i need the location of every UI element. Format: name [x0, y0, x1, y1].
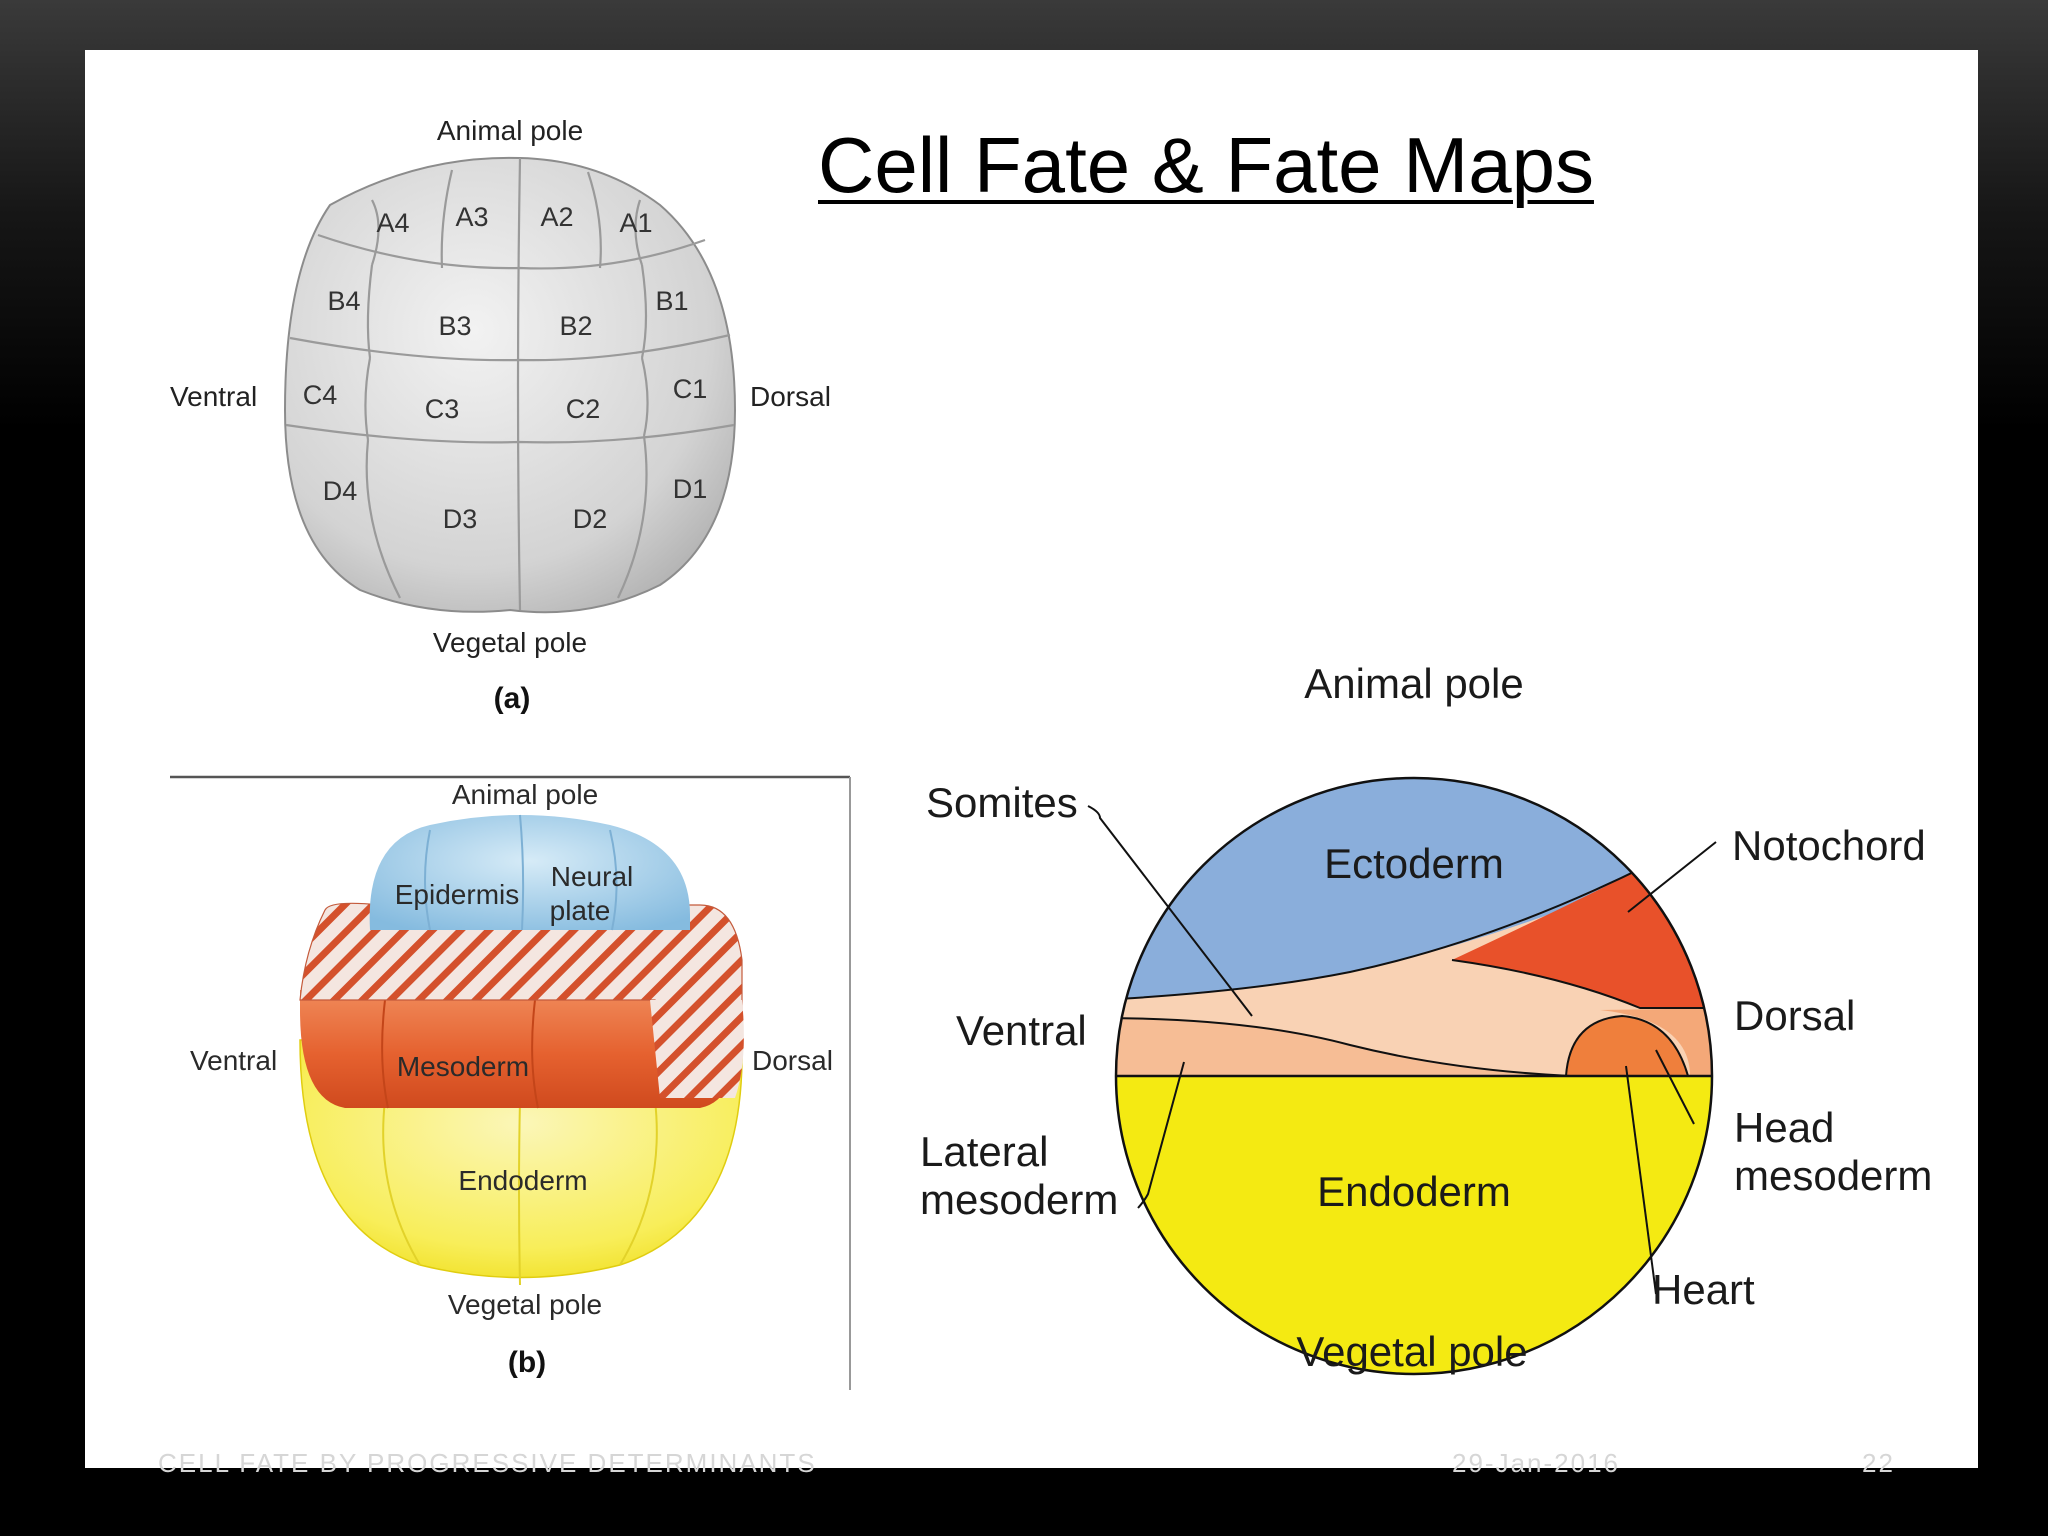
- panel-b-mesoderm-label: Mesoderm: [397, 1051, 529, 1082]
- panel-b-mesoderm-region: [300, 990, 742, 1108]
- fate-map-head-mesoderm-label-line1: Head: [1734, 1104, 1834, 1151]
- cell-label-d2: D2: [573, 504, 608, 534]
- cell-label-d1: D1: [673, 474, 708, 504]
- fate-map-diagram: Animal pole Vegetal pole Ectoderm Endode…: [920, 660, 1932, 1376]
- panel-a-embryo-outline: [283, 156, 737, 614]
- footer-title: CELL FATE BY PROGRESSIVE DETERMINANTS: [158, 1448, 817, 1478]
- panel-a-dorsal-label: Dorsal: [750, 381, 831, 412]
- panel-a-animal-pole-label: Animal pole: [437, 115, 583, 146]
- panel-b-ventral-label: Ventral: [190, 1045, 277, 1076]
- fate-map-lateral-mesoderm-label-line2: mesoderm: [920, 1176, 1118, 1223]
- panel-a-cell-boundaries: [285, 157, 735, 611]
- fate-map-dorsal-label: Dorsal: [1734, 992, 1855, 1039]
- fate-map-region-borders: [1116, 857, 1712, 1077]
- fate-map-endoderm-region: [1116, 1076, 1712, 1374]
- fate-map-head-mesoderm-label-line2: mesoderm: [1734, 1152, 1932, 1199]
- cell-label-a3: A3: [455, 202, 488, 232]
- cell-label-c1: C1: [673, 374, 708, 404]
- panel-a-caption: (a): [494, 682, 531, 715]
- panel-b-cap-cell-lines: [424, 814, 618, 931]
- footer-date: 29-Jan-2016: [1452, 1448, 1620, 1478]
- fate-map-outline: [1114, 776, 1714, 1376]
- fate-map-animal-pole-label: Animal pole: [1304, 660, 1523, 707]
- panel-b-epidermis-region: [369, 815, 690, 930]
- fate-map-endoderm-label: Endoderm: [1317, 1168, 1511, 1215]
- panel-b-germ-layer-diagram: Animal pole Epidermis Neural plate Mesod…: [170, 775, 851, 1390]
- panel-b-endoderm-cell-lines: [382, 1099, 658, 1286]
- panel-b-hatched-presumptive-mesoderm: [299, 902, 743, 1041]
- cell-label-b3: B3: [438, 311, 471, 341]
- panel-b-caption: (b): [508, 1346, 546, 1379]
- panel-b-mesoderm-cell-lines: [381, 999, 539, 1109]
- fate-map-heart-region: [1566, 1016, 1688, 1076]
- cell-label-b4: B4: [327, 286, 360, 316]
- cell-label-c4: C4: [303, 380, 338, 410]
- fate-map-lateral-mesoderm-region: [1116, 1018, 1570, 1076]
- fate-map-ventral-label: Ventral: [956, 1007, 1087, 1054]
- panel-b-epidermis-label: Epidermis: [395, 879, 519, 910]
- fate-map-vegetal-pole-label: Vegetal pole: [1296, 1328, 1527, 1375]
- cell-label-a2: A2: [540, 202, 573, 232]
- cell-label-a4: A4: [376, 208, 409, 238]
- panel-b-dorsal-hatched-zone: [650, 1000, 744, 1098]
- cell-label-c3: C3: [425, 394, 460, 424]
- panel-a-ventral-label: Ventral: [170, 381, 257, 412]
- cell-label-a1: A1: [619, 208, 652, 238]
- cell-label-d3: D3: [443, 504, 478, 534]
- panel-a-embryo-diagram: A4 A3 A2 A1 B4 B3 B2 B1 C4 C3 C2 C1 D4 D…: [170, 115, 831, 715]
- slide-title: Cell Fate & Fate Maps: [818, 121, 1594, 209]
- footer-page-number: 22: [1862, 1448, 1895, 1478]
- panel-b-endoderm-label: Endoderm: [458, 1165, 587, 1196]
- fate-map-ectoderm-label: Ectoderm: [1324, 840, 1504, 887]
- fate-map-notochord-label: Notochord: [1732, 822, 1926, 869]
- fate-map-lateral-mesoderm-label-line1: Lateral: [920, 1128, 1048, 1175]
- panel-b-vegetal-pole-label: Vegetal pole: [448, 1289, 602, 1320]
- fate-map-head-mesoderm-region: [1600, 1008, 1712, 1076]
- cell-label-d4: D4: [323, 476, 358, 506]
- fate-map-leader-lines: [1087, 805, 1717, 1295]
- panel-b-neural-plate-label-line1: Neural: [551, 861, 633, 892]
- fate-map-heart-label: Heart: [1652, 1266, 1755, 1313]
- panel-a-vegetal-pole-label: Vegetal pole: [433, 627, 587, 658]
- panel-b-dorsal-label: Dorsal: [752, 1045, 833, 1076]
- fate-map-somites-label: Somites: [926, 779, 1078, 826]
- panel-b-animal-pole-label: Animal pole: [452, 779, 598, 810]
- cell-label-c2: C2: [566, 394, 601, 424]
- panel-b-neural-plate-label-line2: plate: [550, 895, 611, 926]
- cell-label-b1: B1: [655, 286, 688, 316]
- cell-label-b2: B2: [559, 311, 592, 341]
